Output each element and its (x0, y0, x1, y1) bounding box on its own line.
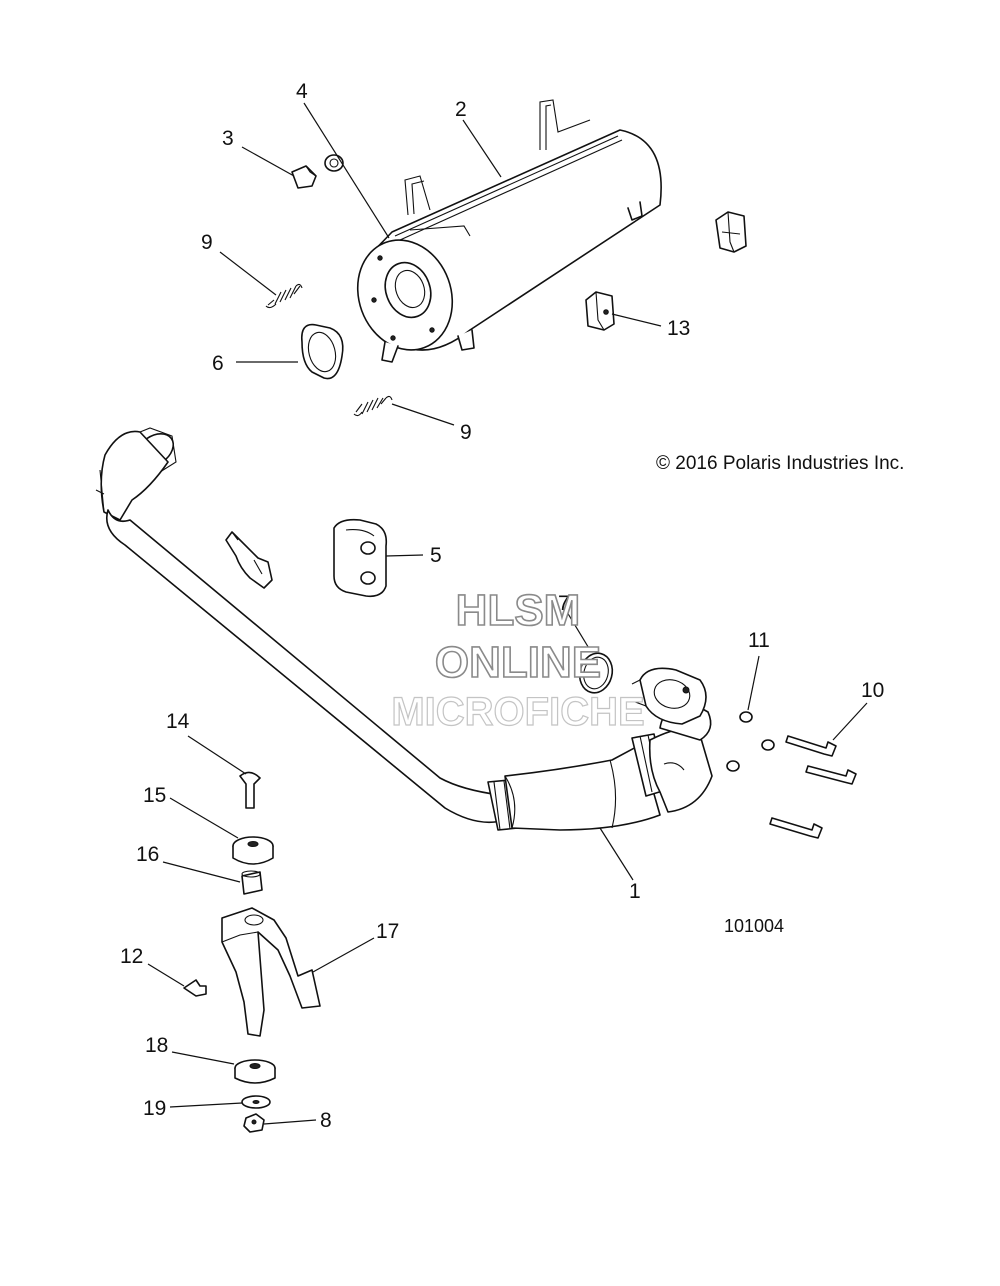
clip-part-upper[interactable] (715, 211, 747, 253)
gasket-part[interactable] (300, 323, 344, 380)
callout-14: 14 (166, 710, 190, 733)
callout-9-lower: 9 (460, 421, 472, 444)
leader-lines (147, 102, 868, 1125)
copyright-notice: © 2016 Polaris Industries Inc. (656, 453, 904, 474)
grommet-15-part[interactable] (232, 836, 274, 865)
washer-19-part[interactable] (241, 1095, 271, 1109)
callout-4: 4 (296, 80, 308, 103)
callout-19: 19 (143, 1097, 166, 1120)
callout-10: 10 (861, 679, 884, 702)
washer-11-part[interactable] (726, 711, 775, 772)
callout-7: 7 (558, 592, 570, 615)
muffler-part[interactable] (343, 99, 662, 363)
callout-18: 18 (145, 1034, 168, 1057)
watermark: HLSM ONLINE MICROFICHE (391, 585, 646, 734)
bolt-10-part[interactable] (769, 735, 857, 839)
diagram-number: 101004 (724, 916, 784, 936)
callout-16: 16 (136, 843, 159, 866)
callout-12: 12 (120, 945, 143, 968)
callout-13: 13 (667, 317, 690, 340)
bracket-17-part[interactable] (221, 907, 321, 1037)
grommet-18-part[interactable] (234, 1059, 276, 1084)
callout-9-upper: 9 (201, 231, 213, 254)
callout-2: 2 (455, 98, 467, 121)
bolt-14-part[interactable] (239, 771, 261, 809)
watermark-line-3: MICROFICHE (391, 690, 644, 734)
seal-ring-part[interactable] (575, 650, 616, 697)
callout-6: 6 (212, 352, 224, 375)
callout-5: 5 (430, 544, 442, 567)
callout-1: 1 (629, 880, 641, 903)
callout-3: 3 (222, 127, 234, 150)
clip-part[interactable] (585, 291, 615, 331)
callout-labels: 1 2 3 4 5 6 7 8 9 9 10 11 12 13 14 15 16… (120, 80, 884, 1132)
spring-part-lower[interactable] (353, 395, 393, 417)
nut-8-part[interactable] (243, 1113, 265, 1133)
bushing-16-part[interactable] (241, 870, 263, 895)
callout-17: 17 (376, 920, 399, 943)
plug-part[interactable] (291, 165, 317, 189)
watermark-line-2: ONLINE (435, 638, 601, 687)
callout-15: 15 (143, 784, 166, 807)
exhaust-pipe-part[interactable] (95, 427, 713, 831)
watermark-line-1: HLSM (456, 586, 581, 635)
callout-8: 8 (320, 1109, 332, 1132)
callout-11: 11 (748, 629, 770, 652)
screw-12-part[interactable] (183, 979, 207, 997)
washer-part[interactable] (324, 154, 344, 172)
rubber-isolator-part[interactable] (333, 518, 388, 598)
spring-part-upper[interactable] (265, 283, 303, 309)
